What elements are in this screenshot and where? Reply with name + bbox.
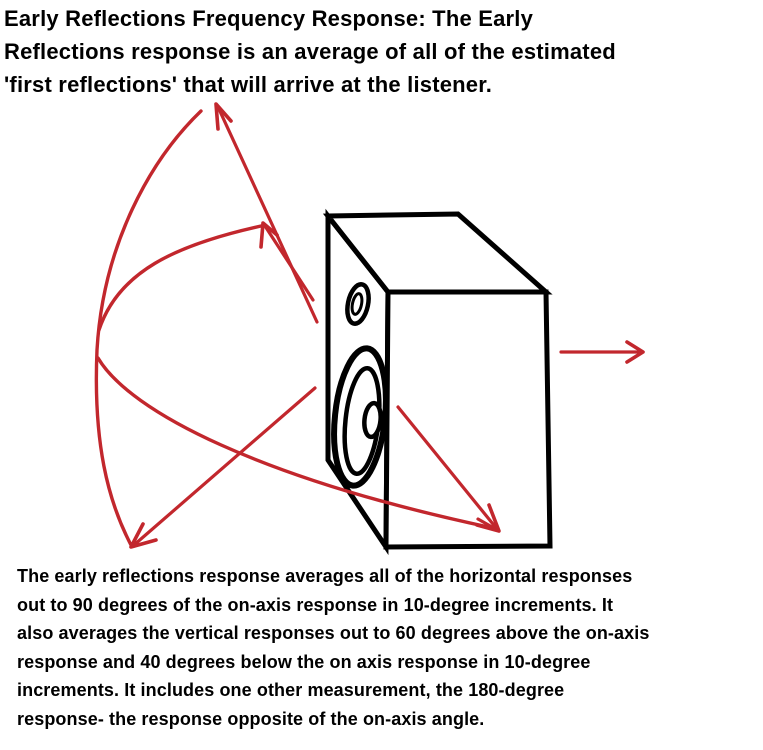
title-line-3: 'first reflections' that will arrive at … (4, 72, 493, 97)
description-line-4: response and 40 degrees below the on axi… (17, 651, 591, 672)
lower-dispersion-arc-barb (476, 517, 494, 529)
cabinet-side-face (383, 289, 553, 550)
floor-reflection-arrowhead-icon (129, 522, 158, 549)
tweeter-dome (350, 292, 364, 316)
description-line-1: The early reflections response averages … (17, 566, 633, 586)
description-line-6: response- the response opposite of the o… (17, 708, 485, 729)
figure-title: Early Reflections Frequency Response: Th… (4, 2, 760, 101)
rear-180-degree-arrow (559, 340, 645, 364)
upper-wall-reflection-shaft (263, 224, 315, 302)
figure-description: The early reflections response averages … (17, 562, 757, 734)
vertical-dispersion-arc (94, 109, 203, 547)
rear-180-degree-arrowhead-icon (625, 340, 645, 364)
lower-dispersion-arc (96, 356, 495, 530)
floor-reflection-arrow (129, 386, 317, 549)
lower-rear-reflection-arrowhead-icon (475, 503, 501, 533)
upper-wall-reflection-arrow (259, 221, 315, 302)
woofer-dust-cap (362, 400, 383, 440)
upper-dispersion-arc (97, 224, 263, 332)
title-line-2: Reflections response is an average of al… (4, 39, 616, 64)
tweeter (345, 282, 371, 326)
floor-reflection-shaft (132, 386, 317, 547)
ceiling-reflection-arrow (214, 102, 319, 324)
lower-rear-reflection-shaft (396, 405, 499, 531)
lower-rear-reflection-arrow (396, 405, 501, 533)
ceiling-reflection-shaft (216, 105, 319, 324)
woofer (331, 345, 389, 489)
description-line-2: out to 90 degrees of the on-axis respons… (17, 594, 614, 615)
title-line-1: Early Reflections Frequency Response: Th… (4, 6, 534, 31)
description-line-5: increments. It includes one other measur… (17, 680, 565, 701)
ceiling-reflection-arrowhead-icon (214, 102, 233, 131)
upper-wall-reflection-arrowhead-icon (259, 221, 279, 249)
description-line-3: also averages the vertical responses out… (17, 623, 650, 644)
